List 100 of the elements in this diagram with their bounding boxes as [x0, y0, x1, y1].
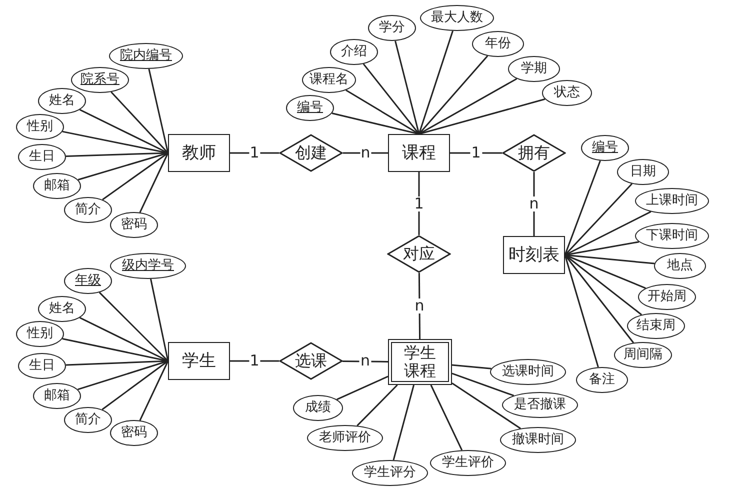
attribute-ellipse: 密码 [110, 212, 158, 238]
cardinality-label: 1 [248, 354, 260, 368]
attribute-ellipse: 最大人数 [420, 5, 494, 31]
attribute-ellipse: 介绍 [330, 39, 378, 65]
connector-line [356, 384, 398, 426]
attribute-ellipse: 简介 [64, 197, 112, 223]
connector-line [79, 317, 168, 362]
connector-line [452, 364, 492, 370]
attribute-ellipse: 是否撤课 [502, 392, 578, 418]
attribute-ellipse: 邮箱 [33, 173, 81, 199]
connector-line [362, 63, 420, 134]
key-attribute-ellipse: 年级 [64, 268, 112, 294]
connector-line [394, 40, 420, 134]
attribute-ellipse: 日期 [617, 159, 669, 185]
cardinality-label: 1 [248, 146, 260, 160]
connector-line [66, 360, 168, 366]
cardinality-label: 1 [413, 196, 425, 211]
entity-box: 学生 [168, 342, 230, 380]
cardinality-label: 1 [470, 146, 482, 160]
attribute-ellipse: 学生评分 [352, 460, 428, 486]
attribute-ellipse: 选课时间 [490, 359, 566, 385]
connector-line [102, 152, 168, 200]
attribute-ellipse: 课程名 [302, 67, 356, 93]
connector-line [78, 152, 168, 180]
connector-line [564, 254, 634, 344]
attribute-ellipse: 学分 [368, 15, 416, 41]
connector-line [452, 372, 514, 396]
key-attribute-ellipse: 级内学号 [110, 253, 186, 279]
connector-line [332, 112, 420, 135]
key-attribute-ellipse: 院系号 [71, 67, 129, 93]
attribute-ellipse: 状态 [542, 80, 592, 106]
connector-line [564, 254, 642, 316]
attribute-ellipse: 周间隔 [614, 342, 672, 368]
connector-line [139, 152, 169, 213]
connector-line [564, 183, 632, 256]
attribute-ellipse: 姓名 [38, 88, 86, 114]
connector-line [346, 90, 420, 135]
attribute-ellipse: 撤课时间 [500, 427, 576, 453]
attribute-ellipse: 邮箱 [33, 383, 81, 409]
cardinality-label: n [414, 298, 426, 314]
connector-line [418, 30, 454, 134]
attribute-ellipse: 姓名 [38, 296, 86, 322]
connector-line [62, 130, 168, 154]
connector-line [230, 152, 279, 154]
connector-line [564, 254, 655, 264]
cardinality-label: n [528, 196, 540, 212]
connector-line [148, 68, 169, 154]
connector-line [418, 98, 546, 135]
attribute-ellipse: 学期 [508, 56, 560, 82]
connector-line [564, 160, 601, 256]
entity-box: 课程 [388, 134, 450, 172]
connector-line [418, 55, 488, 134]
attribute-ellipse: 性别 [16, 114, 64, 140]
connector-line [450, 152, 502, 154]
relationship-diamond: 选课 [279, 342, 343, 380]
connector-line [139, 360, 169, 421]
connector-line [564, 254, 599, 368]
key-attribute-ellipse: 编号 [581, 135, 629, 161]
connector-line [564, 241, 640, 256]
relationship-diamond: 对应 [387, 235, 451, 273]
attribute-ellipse: 下课时间 [635, 223, 709, 249]
connector-line [150, 278, 169, 362]
connector-line [564, 211, 652, 256]
weak-entity-box: 学生课程 [388, 339, 452, 385]
attribute-ellipse: 备注 [576, 367, 628, 393]
attribute-ellipse: 老师评价 [307, 425, 383, 451]
attribute-ellipse: 地点 [654, 253, 706, 279]
key-attribute-ellipse: 编号 [286, 95, 334, 121]
connector-line [98, 292, 169, 362]
attribute-ellipse: 简介 [64, 407, 112, 433]
connector-line [533, 172, 535, 236]
connector-line [110, 91, 169, 154]
connector-line [78, 360, 168, 390]
attribute-ellipse: 密码 [110, 420, 158, 446]
connector-line [102, 360, 168, 410]
relationship-diamond: 创建 [279, 134, 343, 172]
entity-box: 教师 [168, 134, 230, 172]
connector-line [430, 384, 463, 450]
key-attribute-ellipse: 院内编号 [109, 43, 183, 69]
attribute-ellipse: 生日 [18, 144, 66, 170]
entity-box: 时刻表 [503, 236, 565, 274]
attribute-ellipse: 年份 [472, 31, 524, 57]
relationship-diamond: 拥有 [502, 134, 566, 172]
connector-line [336, 376, 388, 400]
attribute-ellipse: 生日 [18, 353, 66, 379]
connector-line [418, 272, 421, 339]
connector-line [343, 152, 388, 154]
connector-line [418, 78, 518, 135]
attribute-ellipse: 性别 [16, 321, 64, 347]
connector-line [230, 360, 279, 362]
attribute-ellipse: 成绩 [293, 395, 343, 421]
connector-line [79, 109, 168, 154]
connector-line [62, 338, 168, 362]
attribute-ellipse: 开始周 [638, 284, 696, 310]
connector-line [392, 384, 414, 460]
attribute-ellipse: 上课时间 [635, 188, 709, 214]
attribute-ellipse: 学生评价 [430, 450, 506, 476]
attribute-ellipse: 结束周 [627, 313, 685, 339]
connector-line [452, 382, 521, 430]
connector-line [564, 254, 646, 289]
